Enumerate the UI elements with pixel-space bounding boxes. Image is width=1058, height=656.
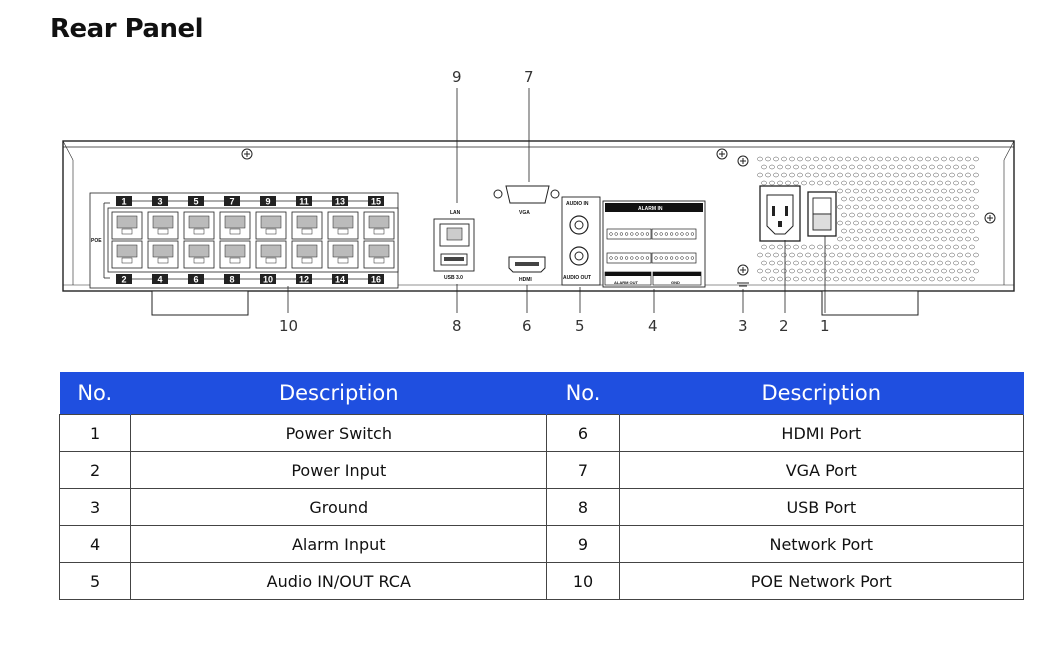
poe-port-number: 2 [121,275,126,285]
audio-out-label: AUDIO OUT [563,275,591,281]
alarm-out-label: ALARM OUT [614,280,639,285]
poe-rj45-port [111,240,143,269]
audio-in-label: AUDIO IN [566,201,589,207]
table-cell: 9 [546,525,620,563]
poe-port-number: 11 [299,197,309,207]
callout-3: 3 [738,317,748,335]
vga-port: VGA [493,185,560,216]
callout-5: 5 [575,317,585,335]
table-row: 4 Alarm Input 9 Network Port [58,525,1025,563]
callout-1: 1 [820,317,830,335]
poe-port-number: 6 [193,275,198,285]
callout-10: 10 [279,317,298,335]
header-description: Description [619,372,1025,415]
callout-9: 9 [452,68,462,86]
poe-port-number: 12 [299,275,309,285]
alarm-block: ALARM IN ALARM OUT GND [602,200,706,288]
poe-rj45-port [147,240,179,269]
table-cell: 2 [58,451,132,489]
poe-port-number: 13 [335,197,345,207]
rear-panel-table: No. Description No. Description 1 Power … [58,372,1025,600]
table-cell: 10 [546,562,620,600]
header-no: No. [59,372,132,415]
poe-port-number: 3 [157,197,162,207]
table-row: 1 Power Switch 6 HDMI Port [58,414,1025,452]
callout-6: 6 [522,317,532,335]
poe-rj45-port [327,211,359,240]
ground-terminal-icon [737,264,749,287]
poe-port-number: 15 [371,197,381,207]
table-row: 2 Power Input 7 VGA Port [58,451,1025,489]
table-cell: 7 [546,451,620,489]
poe-port-number: 10 [263,275,273,285]
table-cell: Power Input [130,451,548,489]
table-cell: Power Switch [130,414,548,452]
poe-rj45-port [183,240,215,269]
table-cell: 5 [58,562,132,600]
poe-rj45-port [111,211,143,240]
table-cell: 4 [58,525,132,563]
table-cell: VGA Port [618,451,1025,489]
poe-rj45-port [219,211,251,240]
table-cell: USB Port [618,488,1025,526]
poe-rj45-port [219,240,251,269]
callout-7: 7 [524,68,534,86]
poe-rj45-port [327,240,359,269]
callout-8: 8 [452,317,462,335]
header-no: No. [546,372,620,415]
poe-rj45-port [255,240,287,269]
poe-rj45-port [147,211,179,240]
poe-port-number: 14 [335,275,345,285]
poe-rj45-port [183,211,215,240]
lan-label: LAN [450,210,461,216]
table-cell: Ground [130,488,548,526]
vga-label: VGA [519,210,530,216]
poe-rj45-port [291,211,323,240]
table-row: 3 Ground 8 USB Port [58,488,1025,526]
table-cell: Network Port [618,525,1025,563]
right-foot [821,290,919,316]
table-cell: POE Network Port [618,562,1025,600]
usb-port: USB 3.0 [440,253,468,281]
callout-2: 2 [779,317,789,335]
table-cell: HDMI Port [618,414,1025,452]
poe-rj45-port [363,211,395,240]
table-cell: 8 [546,488,620,526]
audio-rca-block: AUDIO IN AUDIO OUT [561,196,601,286]
table-row: 5 Audio IN/OUT RCA 10 POE Network Port [58,562,1025,600]
poe-port-number: 4 [157,275,162,285]
table-header-row: No. Description No. Description [59,372,1025,415]
poe-port-number: 16 [371,275,381,285]
poe-port-number: 5 [193,197,198,207]
poe-rj45-port [255,211,287,240]
hdmi-port: HDMI [508,256,546,283]
table-cell: Audio IN/OUT RCA [130,562,548,600]
usb-label: USB 3.0 [444,275,463,281]
table-cell: 6 [546,414,620,452]
gnd-label: GND [671,280,680,285]
poe-port-number: 9 [265,197,270,207]
poe-label: POE [91,238,102,244]
callout-4: 4 [648,317,658,335]
power-supply-vent [755,155,981,283]
header-description: Description [130,372,548,415]
alarm-in-label: ALARM IN [638,206,663,212]
poe-rj45-port [291,240,323,269]
table-cell: 1 [58,414,132,452]
hdmi-label: HDMI [519,277,532,283]
poe-port-number: 8 [229,275,234,285]
left-foot [151,290,249,316]
poe-port-number: 7 [229,197,234,207]
poe-port-number: 1 [121,197,126,207]
table-cell: Alarm Input [130,525,548,563]
table-cell: 3 [58,488,132,526]
page-title: Rear Panel [50,14,204,44]
poe-rj45-port [363,240,395,269]
